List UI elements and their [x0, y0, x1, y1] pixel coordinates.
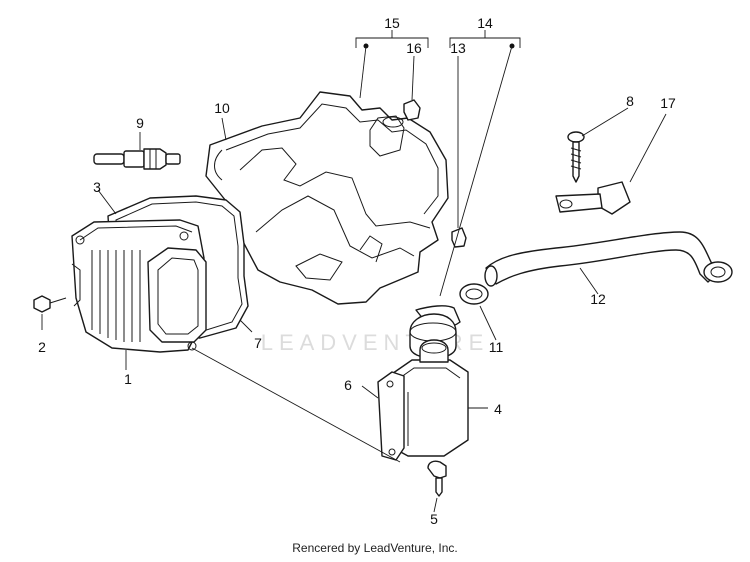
callout-14: 14	[477, 15, 493, 31]
clip-16-part[interactable]	[403, 99, 421, 121]
callout-numbers: 1 2 3 4 5 6 7 8 9 10 11 12 13 14 15 16 1…	[38, 15, 676, 527]
cooling-fins	[91, 250, 141, 342]
callout-12: 12	[590, 291, 606, 307]
callout-9: 9	[136, 115, 144, 131]
spark-plug-part[interactable]	[93, 148, 181, 170]
head-cover-part[interactable]	[71, 219, 207, 353]
breather-hose-part[interactable]	[484, 231, 733, 287]
callout-6: 6	[344, 377, 352, 393]
callout-1: 1	[124, 371, 132, 387]
cable-tie-part[interactable]	[555, 181, 631, 215]
shroud-part[interactable]	[205, 91, 449, 305]
callout-13: 13	[450, 40, 466, 56]
callout-10: 10	[214, 100, 230, 116]
callout-15: 15	[384, 15, 400, 31]
callout-2: 2	[38, 339, 46, 355]
callout-3: 3	[93, 179, 101, 195]
screw-5-part[interactable]	[427, 460, 447, 497]
callout-11: 11	[489, 339, 504, 355]
credit-footer: Rencered by LeadVenture, Inc.	[292, 541, 458, 555]
callout-4: 4	[494, 401, 502, 417]
callout-8: 8	[626, 93, 634, 109]
leader-lines	[41, 30, 667, 513]
callout-16: 16	[406, 40, 422, 56]
gasket-6-part[interactable]	[377, 371, 405, 461]
screw-8-part[interactable]	[567, 131, 585, 183]
callout-7: 7	[254, 335, 262, 351]
callout-5: 5	[430, 511, 438, 527]
screw-2-part[interactable]	[33, 295, 67, 313]
callout-17: 17	[660, 95, 676, 111]
